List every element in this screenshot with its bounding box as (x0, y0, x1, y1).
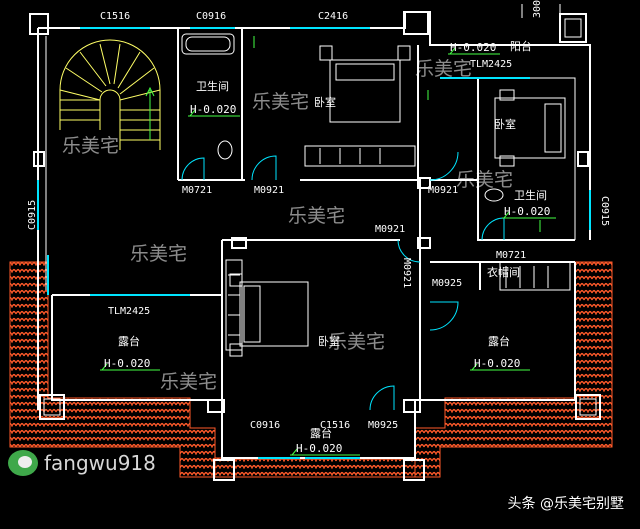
watermark-2: 乐美宅 (252, 91, 309, 113)
roof-bottom-strip (214, 457, 416, 478)
columns (29, 11, 601, 481)
watermark-1: 乐美宅 (62, 135, 119, 157)
label-door-m0925-b: M0925 (368, 420, 398, 431)
watermark-4: 乐美宅 (456, 169, 513, 191)
room-terrace-bottom: 露台 (310, 426, 332, 440)
bed-right (494, 97, 566, 159)
label-door-m0721-b: M0721 (496, 250, 526, 261)
room-bath-top: 卫生间 (196, 79, 229, 93)
label-window-c0916-bottom: C0916 (250, 420, 280, 431)
watermark-8: 乐美宅 (160, 371, 217, 393)
label-door-m0925-a: M0925 (432, 278, 462, 289)
level-bath-top: H-0.020 (190, 103, 236, 116)
label-window-c1516-top: C1516 (100, 11, 130, 22)
room-terrace-left: 露台 (118, 334, 140, 348)
label-door-m0921-b: M0921 (428, 185, 458, 196)
wardrobe-top (304, 145, 416, 167)
level-bath-right: H-0.020 (504, 205, 550, 218)
bathtub-top (181, 33, 235, 55)
label-door-m0921-a: M0921 (254, 185, 284, 196)
footer-brand: fangwu918 (8, 450, 156, 476)
sink-right (484, 188, 504, 202)
room-closet: 衣帽间 (487, 265, 520, 279)
interior-walls (52, 28, 575, 400)
label-window-tlm-balcony: TLM2425 (470, 59, 512, 70)
bed-center (239, 281, 309, 347)
label-window-c0916-top: C0916 (196, 11, 226, 22)
label-window-c0915-right: C0915 (599, 196, 610, 226)
toilet-top (217, 140, 233, 160)
watermark-7: 乐美宅 (328, 331, 385, 353)
room-bed-right: 卧室 (494, 117, 516, 131)
level-markers (100, 36, 556, 456)
label-window-tlm-terrace: TLM2425 (108, 306, 150, 317)
room-terrace-right: 露台 (488, 334, 510, 348)
room-bath-right: 卫生间 (514, 188, 547, 202)
level-terrace-bottom: H-0.020 (296, 442, 342, 455)
watermark-6: 乐美宅 (130, 243, 187, 265)
bed-top (329, 59, 401, 123)
label-dimension-300: 300 (532, 0, 543, 18)
label-window-c1516-bottom: C1516 (320, 420, 350, 431)
level-terrace-left: H-0.020 (104, 357, 150, 370)
doors (181, 151, 505, 411)
watermark-5: 乐美宅 (288, 205, 345, 227)
footer-credit: 头条 @乐美宅别墅 (507, 496, 624, 512)
label-door-m0921-v: M0921 (401, 258, 412, 288)
level-balcony: H-0.020 (450, 41, 496, 54)
spiral-stair (59, 39, 161, 150)
label-window-c2416: C2416 (318, 11, 348, 22)
label-door-m0921-c: M0921 (375, 224, 405, 235)
room-balcony: 阳台 (510, 39, 532, 53)
wardrobe-center (225, 259, 243, 351)
label-door-m0721-a: M0721 (182, 185, 212, 196)
level-terrace-right: H-0.020 (474, 357, 520, 370)
room-bed-top: 卧室 (314, 95, 336, 109)
room-bed-center: 卧室 (318, 334, 340, 348)
footer-left-text: fangwu918 (44, 451, 156, 475)
watermark-3: 乐美宅 (415, 58, 472, 80)
label-window-c0915-left: C0915 (27, 200, 38, 230)
furniture (181, 33, 566, 357)
windows (37, 27, 591, 459)
wechat-icon (8, 450, 38, 476)
roof-left (9, 261, 216, 478)
